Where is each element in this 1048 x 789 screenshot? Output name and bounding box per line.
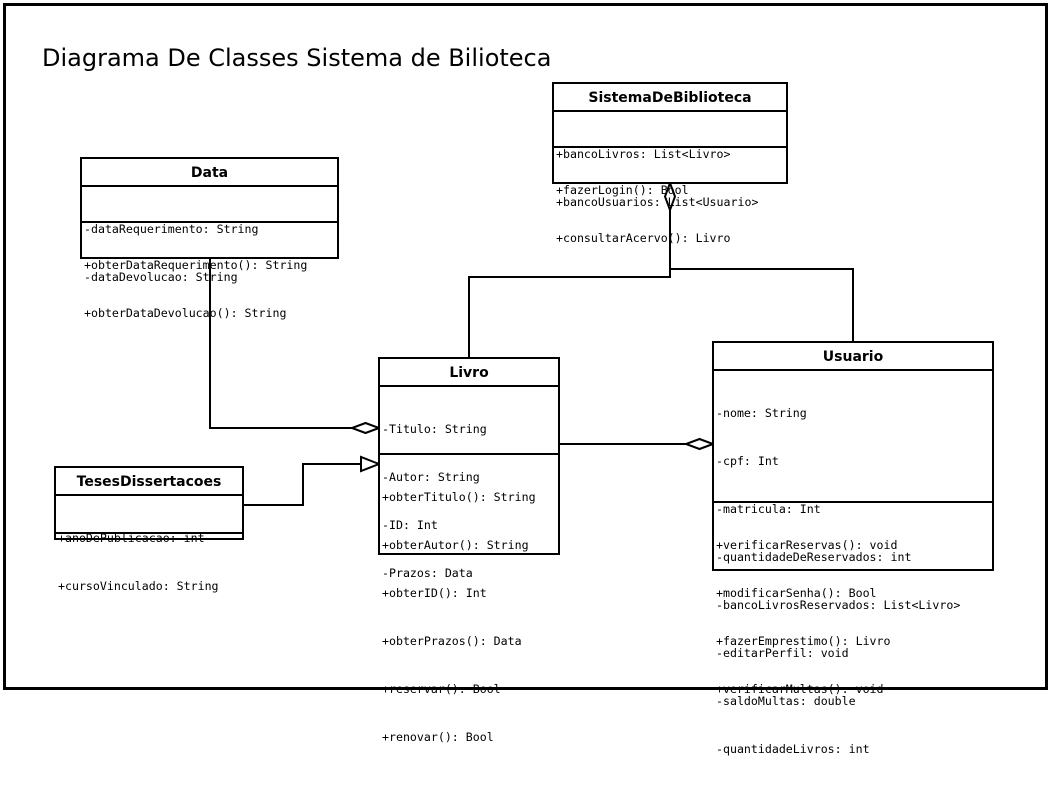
method: +verificarMultas(): void (716, 682, 884, 696)
attribute-list: +bancoLivros: List<Livro> +bancoUsuarios… (554, 112, 786, 209)
attribute: +cursoVinculado: String (58, 579, 219, 593)
class-usuario[interactable]: Usuario -nome: String -cpf: Int -matricu… (712, 341, 994, 756)
method-list: +verificarReservas(): void +modificarSen… (714, 503, 992, 730)
class-name: Usuario (714, 343, 992, 371)
connector-data-livro (209, 258, 352, 429)
class-data[interactable]: Data -dataRequerimento: String -dataDevo… (80, 157, 339, 320)
method: +obterTitulo(): String (382, 490, 536, 504)
method: +consultarAcervo(): Livro (556, 231, 731, 245)
method: +fazerLogin(): Bool (556, 183, 689, 197)
class-name: Livro (380, 359, 558, 387)
method: +reservar(): Bool (382, 682, 501, 696)
class-name: Data (82, 159, 337, 187)
method: +obterDataDevolucao(): String (84, 306, 287, 320)
class-name: SistemaDeBiblioteca (554, 84, 786, 112)
class-teses-dissertacoes[interactable]: TesesDissertacoes +anoDePublicacao: int … (54, 466, 244, 593)
connector-usuario-sistema (669, 210, 854, 341)
aggregation-diamond-livro (349, 421, 382, 435)
attribute: -bancoLivrosReservados: List<Livro> (716, 598, 961, 612)
method-list: +obterTitulo(): String +obterAutor(): St… (380, 455, 558, 778)
attribute: -ID: Int (382, 518, 438, 532)
method: +obterDataRequerimento(): String (84, 258, 308, 272)
method-list: +obterDataRequerimento(): String +obterD… (82, 223, 337, 354)
method: +verificarReservas(): void (716, 538, 898, 552)
attribute: -quantidadeDeReservados: int (716, 550, 912, 564)
attribute: +bancoUsuarios: List<Usuario> (556, 195, 759, 209)
attribute: -dataRequerimento: String (84, 222, 259, 236)
generalization-arrowhead (360, 455, 382, 473)
method: +renovar(): Bool (382, 730, 494, 744)
class-sistema-de-biblioteca[interactable]: SistemaDeBiblioteca +bancoLivros: List<L… (552, 82, 788, 245)
method: +obterAutor(): String (382, 538, 529, 552)
attribute-list: -nome: String -cpf: Int -matricula: Int … (714, 371, 992, 756)
attribute: +anoDePublicacao: int (58, 531, 205, 545)
aggregation-diamond-sistema (663, 180, 677, 213)
attribute: -Autor: String (382, 470, 480, 484)
method: +obterID(): Int (382, 586, 487, 600)
attribute-list: +anoDePublicacao: int +cursoVinculado: S… (56, 496, 242, 593)
class-livro[interactable]: Livro -Titulo: String -Autor: String -ID… (378, 357, 560, 744)
attribute: -nome: String (716, 406, 807, 420)
attribute-list: -Titulo: String -Autor: String -ID: Int … (380, 387, 558, 580)
attribute: -matricula: Int (716, 502, 821, 516)
attribute-list: -dataRequerimento: String -dataDevolucao… (82, 187, 337, 284)
connector-layer (209, 180, 854, 506)
method: +obterPrazos(): Data (382, 634, 522, 648)
attribute: -cpf: Int (716, 454, 779, 468)
attribute: -editarPerfil: void (716, 646, 849, 660)
attribute: -dataDevolucao: String (84, 270, 238, 284)
diagram-title: Diagrama De Classes Sistema de Bilioteca (42, 44, 552, 72)
method: +modificarSenha(): Bool (716, 586, 877, 600)
diagram-frame (3, 3, 1048, 690)
attribute: -quantidadeLivros: int (716, 742, 870, 756)
method: +fazerEmprestimo(): Livro (716, 634, 891, 648)
method-list: +fazerLogin(): Bool +consultarAcervo(): … (554, 148, 786, 279)
aggregation-diamond-usuario (683, 437, 716, 451)
class-name: TesesDissertacoes (56, 468, 242, 496)
attribute: -Prazos: Data (382, 566, 473, 580)
attribute: +bancoLivros: List<Livro> (556, 147, 731, 161)
attribute: -Titulo: String (382, 422, 487, 436)
connector-teses-livro (243, 463, 361, 506)
